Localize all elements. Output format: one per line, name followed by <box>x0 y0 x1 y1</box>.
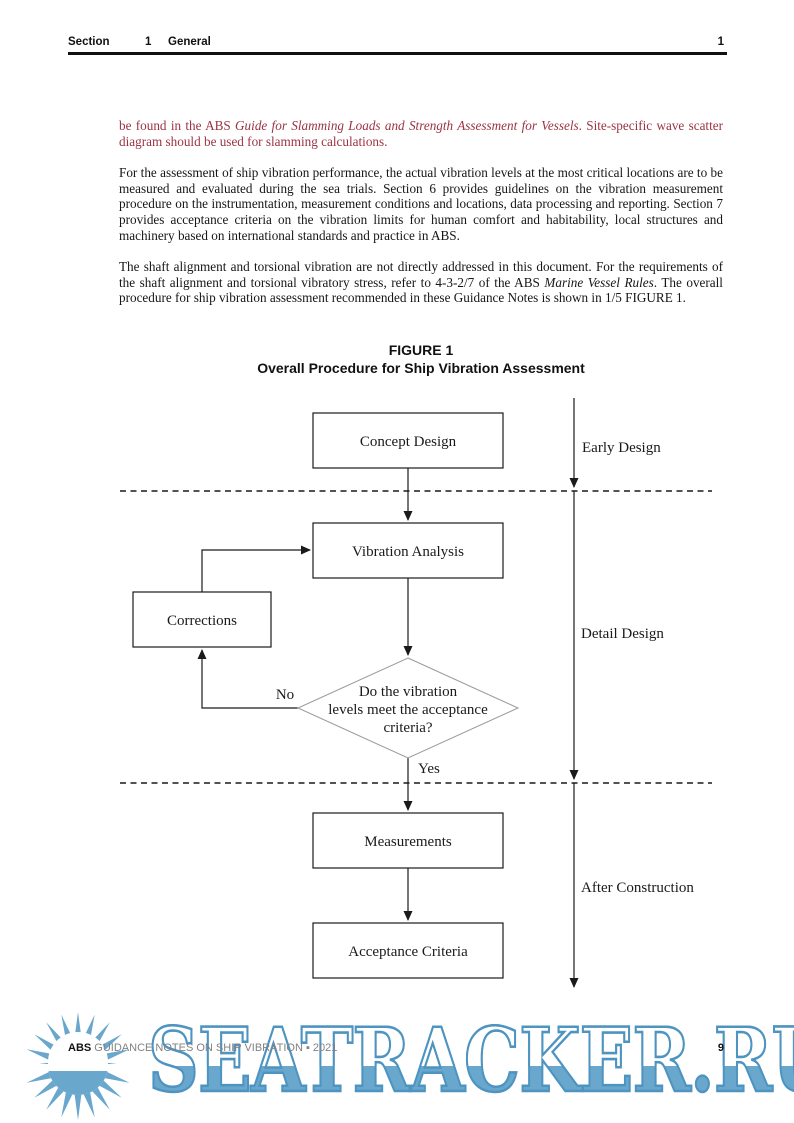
header-section-title: General <box>168 36 211 48</box>
watermark-text: SEATRACKER.RU <box>147 1007 794 1113</box>
header-section-label: Section <box>68 36 110 48</box>
decision-line-2: levels meet the acceptance <box>328 702 488 718</box>
phase-label-early-design: Early Design <box>582 440 661 456</box>
paragraph1-text-after: . Site-specific wave scatter diagram sho… <box>119 118 723 149</box>
footer-page-number: 9 <box>717 1042 724 1054</box>
paragraph-slamming-note: be found in the ABS Guide for Slamming L… <box>119 118 723 149</box>
sun-logo-icon <box>20 1012 136 1120</box>
phase-label-after-construction: After Construction <box>581 880 694 896</box>
paragraph3-text-after: . The overall procedure for ship vibrati… <box>119 274 723 306</box>
flowchart-box-acceptance-criteria <box>312 922 504 979</box>
arrow-decision-no-to-corrections <box>197 649 298 709</box>
page-header: Section 1 General 1 <box>68 36 726 50</box>
header-section-number: 1 <box>145 36 152 48</box>
decision-line-3: criteria? <box>383 720 432 736</box>
arrow-corrections-to-vibration <box>201 545 311 592</box>
flowchart-label-corrections: Corrections <box>167 613 237 629</box>
body-text: be found in the ABS Guide for Slamming L… <box>119 118 723 322</box>
watermark: SEATRACKER.RU SEATRACKER.RU <box>147 1007 794 1113</box>
flowchart-box-concept-design <box>312 412 504 469</box>
watermark-text-overlay: SEATRACKER.RU <box>148 1008 794 1112</box>
flowchart-label-vibration-analysis: Vibration Analysis <box>352 544 464 560</box>
flowchart-box-corrections <box>132 591 272 648</box>
paragraph-assessment: For the assessment of ship vibration per… <box>119 165 723 243</box>
paragraph1-text: be found in the ABS <box>119 118 236 133</box>
figure-title-line2: Overall Procedure for Ship Vibration Ass… <box>257 359 585 376</box>
flowchart-box-measurements <box>312 812 504 869</box>
flowchart-diamond-decision <box>296 657 520 759</box>
header-page-number: 1 <box>717 36 724 48</box>
flowchart-label-acceptance-criteria: Acceptance Criteria <box>348 944 468 960</box>
edge-label-yes: Yes <box>418 761 440 777</box>
paragraph1-italic-title: Guide for Slamming Loads and Strength As… <box>235 118 579 133</box>
paragraph-shaft-alignment: The shaft alignment and torsional vibrat… <box>119 259 723 306</box>
flowchart-overall-procedure: Concept Design Vibration Analysis Correc… <box>120 398 712 988</box>
flowchart-label-measurements: Measurements <box>364 834 452 850</box>
header-rule <box>68 52 727 55</box>
edge-label-no: No <box>276 687 294 703</box>
paragraph3-text: The shaft alignment and torsional vibrat… <box>119 259 723 290</box>
figure-title: FIGURE 1 Overall Procedure for Ship Vibr… <box>119 342 723 377</box>
paragraph3-italic-title: Marine Vessel Rules <box>544 274 654 290</box>
footer-brand: ABS <box>68 1042 92 1054</box>
page-footer: ABS GUIDANCE NOTES ON SHIP VIBRATION ▪ 2… <box>68 1042 726 1056</box>
figure-title-line1: FIGURE 1 <box>388 342 454 358</box>
flowchart-box-vibration-analysis <box>312 522 504 579</box>
footer-text: GUIDANCE NOTES ON SHIP VIBRATION ▪ 2021 <box>94 1042 338 1054</box>
decision-line-1: Do the vibration <box>359 684 458 700</box>
flowchart-label-concept-design: Concept Design <box>360 434 457 450</box>
phase-label-detail-design: Detail Design <box>581 626 664 642</box>
